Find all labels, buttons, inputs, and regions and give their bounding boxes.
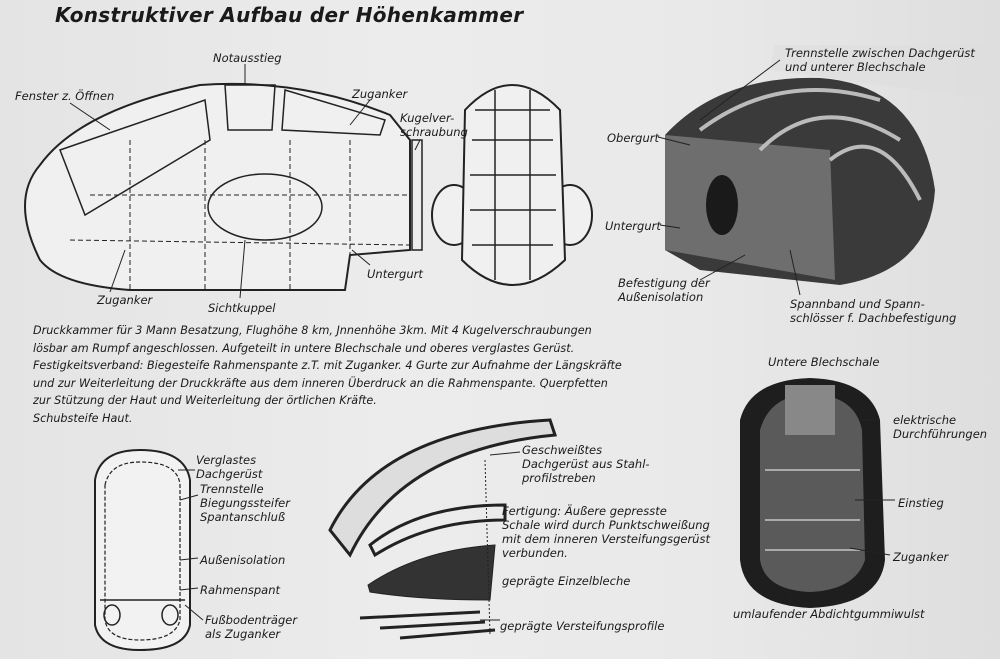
- label-line: Biegungssteifer: [200, 496, 290, 510]
- top-view-drawing: [431, 84, 593, 286]
- section-view-drawing: [94, 448, 191, 652]
- label-untere-blechschale: Untere Blechschale: [768, 355, 880, 369]
- label-wulst: umlaufender Abdichtgummiwulst: [733, 607, 925, 621]
- label-line: mit dem inneren Versteifungsgerüst: [502, 532, 710, 546]
- label-line: Kugelver-: [400, 111, 455, 125]
- label-verglastes: Verglastes Dachgerüst: [196, 453, 262, 481]
- label-untergurt-photo: Untergurt: [605, 219, 661, 233]
- label-zuganker-top: Zuganker: [352, 87, 408, 101]
- label-zuganker-bottom: Zuganker: [97, 293, 153, 307]
- label-kugelverschraubung: Kugelver- schraubung: [400, 111, 468, 139]
- label-fenster: Fenster z. Öffnen: [15, 89, 115, 103]
- side-view-drawing: [24, 82, 423, 291]
- label-line: Spantanschluß: [200, 510, 286, 524]
- label-rahmenspant: Rahmenspant: [200, 583, 281, 597]
- leader-lines: [69, 59, 895, 621]
- label-line: Geschweißtes: [522, 443, 603, 457]
- label-line: schlösser f. Dachbefestigung: [790, 311, 957, 325]
- label-spannband: Spannband und Spann- schlösser f. Dachbe…: [790, 297, 956, 325]
- label-line: schraubung: [400, 125, 468, 139]
- label-line: Außenisolation: [618, 290, 704, 304]
- label-line: Dachgerüst aus Stahl-: [522, 457, 650, 471]
- label-einstieg: Einstieg: [898, 496, 944, 510]
- label-line: Befestigung der: [618, 276, 710, 290]
- label-line: profilstreben: [522, 471, 596, 485]
- page-title: Konstruktiver Aufbau der Höhenkammer: [55, 3, 524, 27]
- label-versteifungsprofile: geprägte Versteifungsprofile: [500, 619, 665, 633]
- description-line: Schubsteife Haut.: [33, 411, 133, 425]
- label-untergurt-side: Untergurt: [367, 267, 423, 281]
- label-zuganker-lower: Zuganker: [893, 550, 949, 564]
- label-line: Fertigung: Äußere gepresste: [502, 504, 667, 518]
- label-line: Verglastes: [196, 453, 257, 467]
- label-line: Trennstelle: [200, 482, 264, 496]
- description-line: zur Stützung der Haut und Weiterleitung …: [33, 394, 377, 407]
- label-line: elektrische: [893, 413, 957, 427]
- description-line: lösbar am Rumpf angeschlossen. Aufgeteil…: [33, 341, 575, 355]
- label-befestigung: Befestigung der Außenisolation: [618, 276, 710, 304]
- label-trennstelle-section: Trennstelle Biegungssteifer Spantanschlu…: [200, 482, 290, 524]
- label-line: als Zuganker: [205, 627, 281, 641]
- description-text: Druckkammer für 3 Mann Besatzung, Flughö…: [33, 322, 622, 427]
- description-line: Druckkammer für 3 Mann Besatzung, Flughö…: [33, 324, 592, 337]
- label-notausstieg: Notausstieg: [213, 51, 282, 65]
- label-sichtkuppel: Sichtkuppel: [208, 301, 276, 315]
- upper-structure-photo: [665, 45, 995, 285]
- label-aussenisolation: Außenisolation: [200, 553, 286, 567]
- label-line: Dachgerüst: [196, 467, 263, 481]
- label-geschweisst: Geschweißtes Dachgerüst aus Stahl- profi…: [522, 443, 650, 485]
- description-line: Festigkeitsverband: Biegesteife Rahmensp…: [33, 359, 622, 372]
- label-obergurt: Obergurt: [607, 131, 659, 145]
- label-line: und unterer Blechschale: [785, 60, 926, 74]
- description-line: und zur Weiterleitung der Druckkräfte au…: [33, 376, 608, 390]
- label-line: verbunden.: [502, 546, 568, 560]
- label-line: Spannband und Spann-: [790, 297, 925, 311]
- label-trennstelle-top: Trennstelle zwischen Dachgerüst und unte…: [785, 46, 975, 74]
- label-line: Schale wird durch Punktschweißung: [502, 518, 710, 532]
- label-line: Durchführungen: [893, 427, 988, 441]
- label-line: Trennstelle zwischen Dachgerüst: [785, 46, 975, 60]
- label-fertigung: Fertigung: Äußere gepresste Schale wird …: [502, 504, 710, 560]
- label-einzelbleche: geprägte Einzelbleche: [502, 574, 631, 588]
- exploded-view-drawing: [328, 418, 558, 640]
- label-elektrische: elektrische Durchführungen: [893, 413, 987, 441]
- lower-shell-photo: [740, 378, 885, 608]
- label-fussboden: Fußbodenträger als Zuganker: [205, 613, 297, 641]
- label-line: Fußbodenträger: [205, 613, 298, 627]
